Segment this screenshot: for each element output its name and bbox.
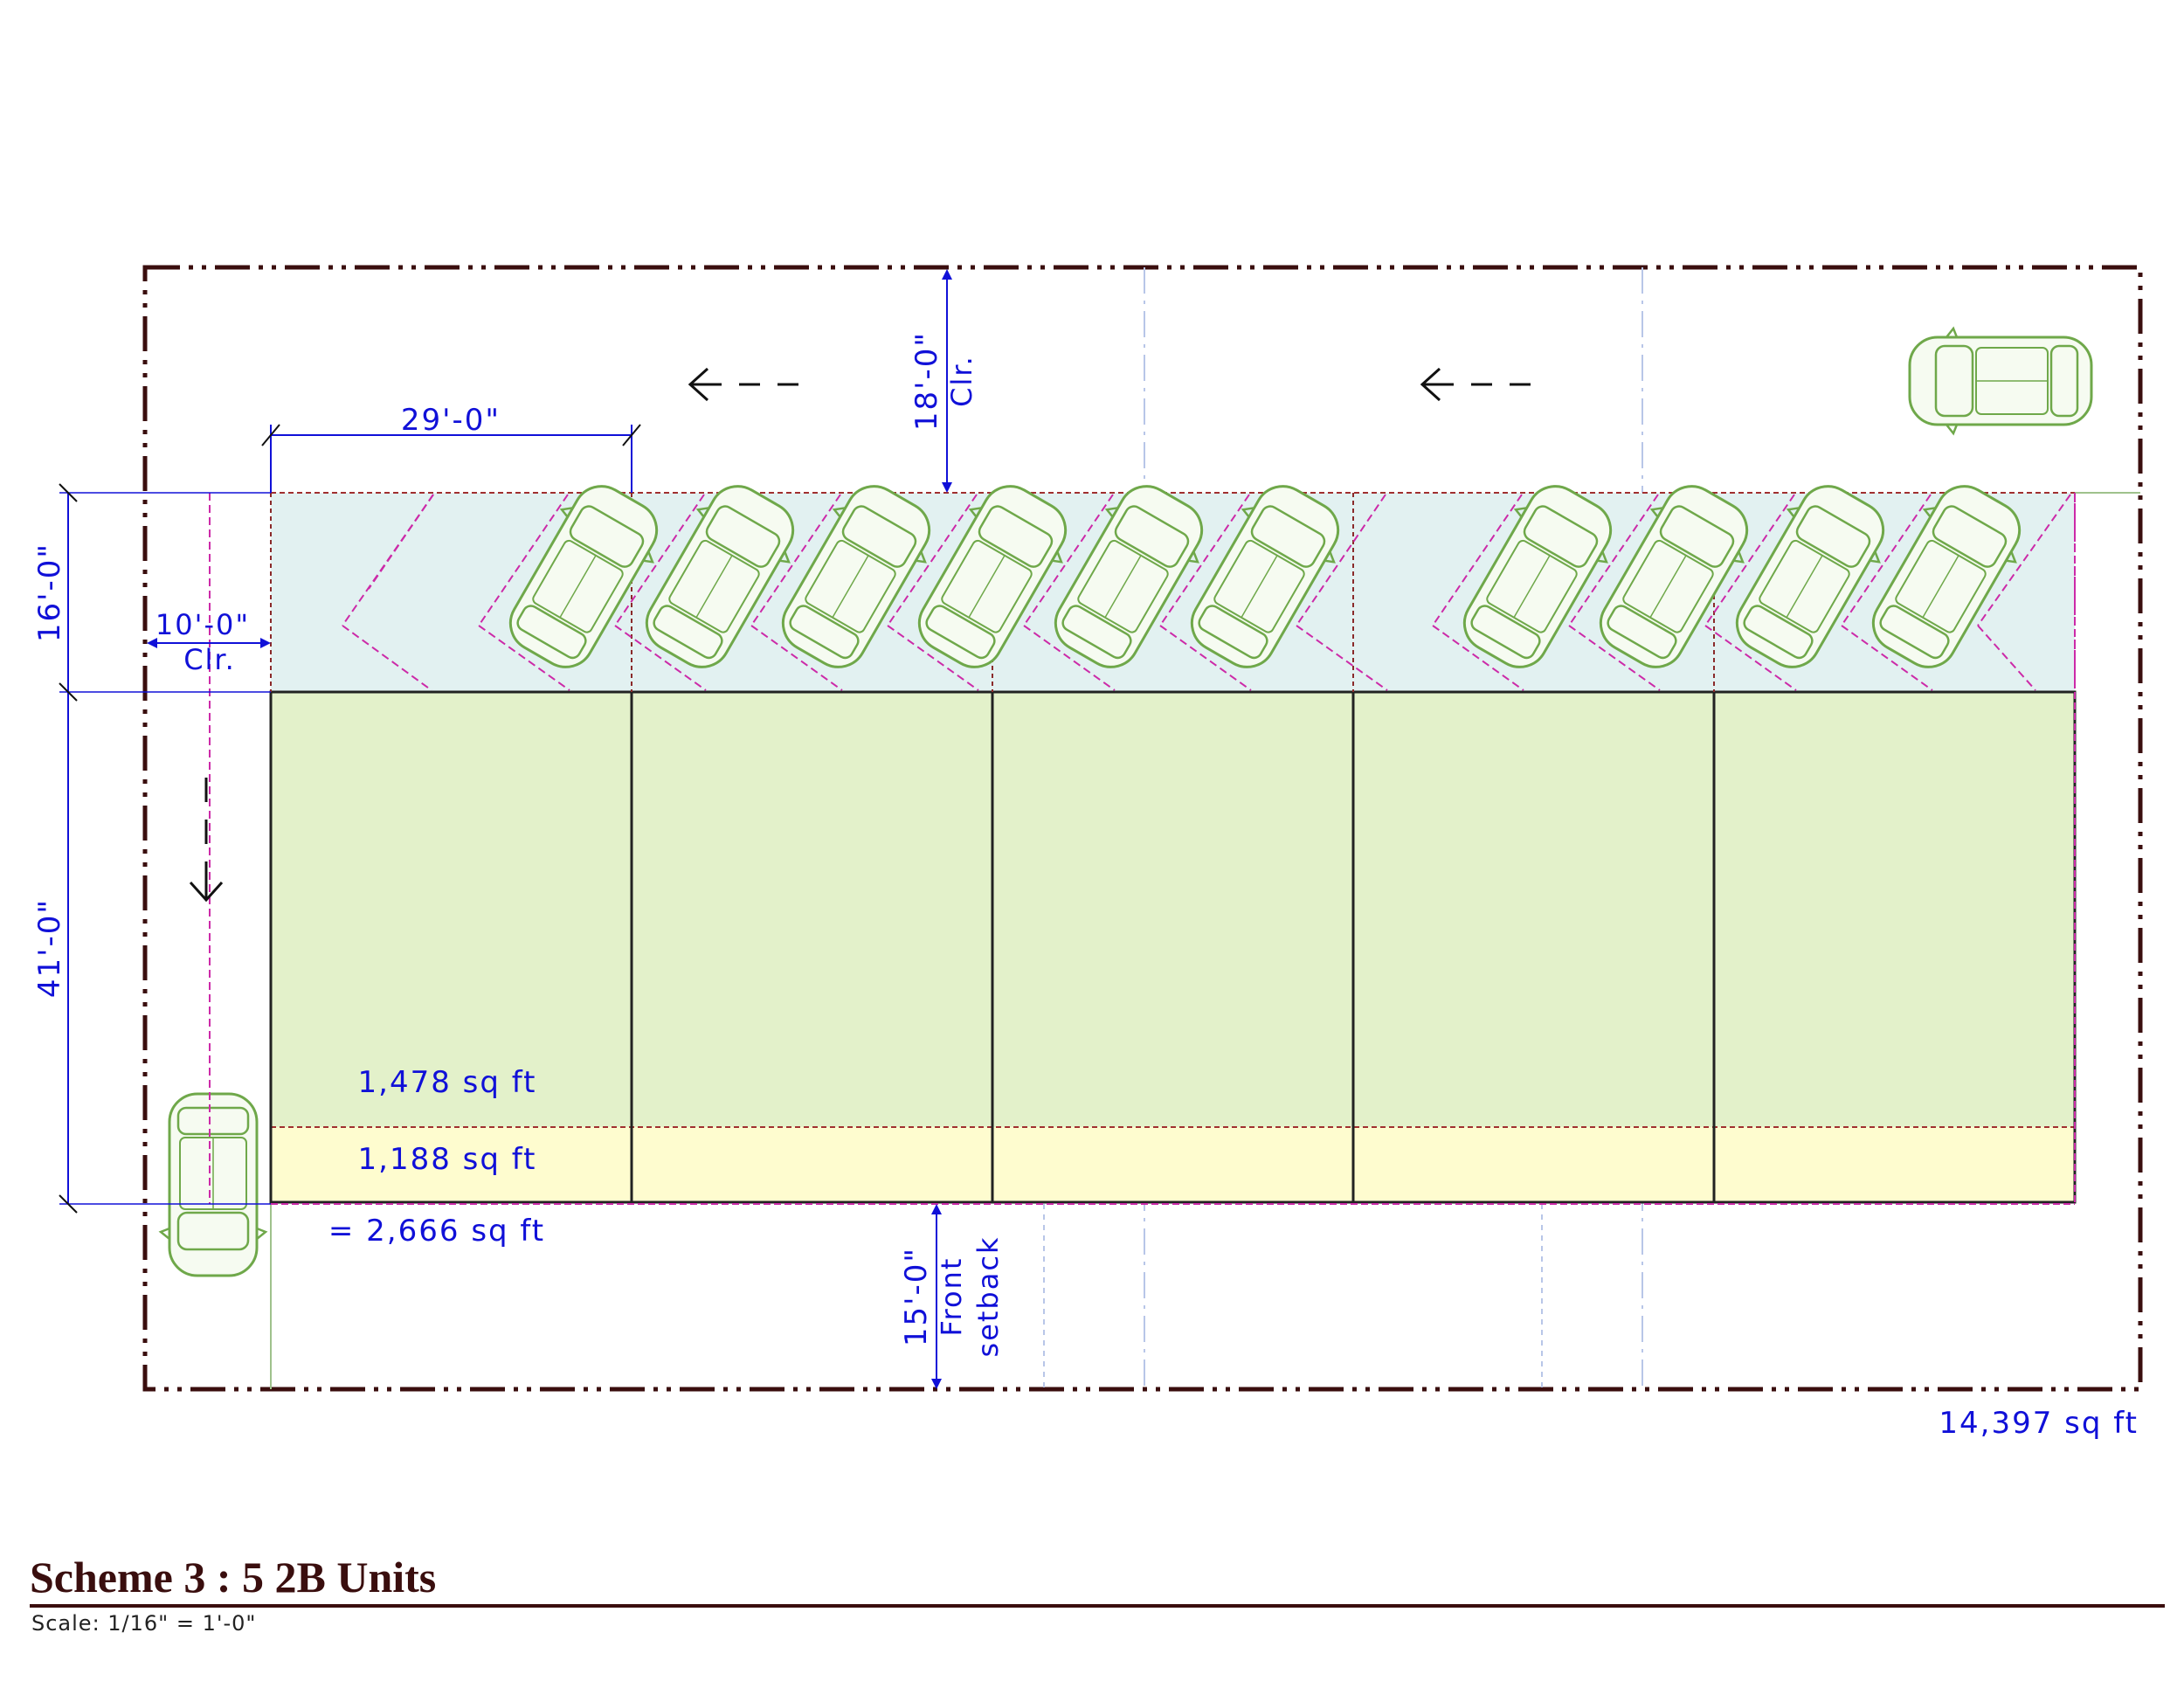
dim-front-setback: 15'-0" Front setback: [899, 1204, 1005, 1389]
unit-3: [992, 692, 1353, 1127]
dim-unit-width-label: 29'-0": [401, 403, 501, 438]
unit-1: [271, 692, 632, 1127]
dim-front-setback-label: 15'-0": [899, 1247, 934, 1346]
area-lot: 14,397 sq ft: [1939, 1406, 2139, 1441]
dim-front-setback-note-2: setback: [971, 1236, 1005, 1358]
dim-side-drive-note: Clr.: [183, 643, 236, 676]
dim-drive-aisle: 18'-0" Clr.: [909, 269, 978, 493]
dim-unit-width: [261, 424, 641, 493]
arrow-left-icon: [688, 367, 798, 402]
area-upper: 1,478 sq ft: [358, 1065, 537, 1100]
parked-cars: [491, 470, 2039, 683]
dim-side-drive-label: 10'-0": [156, 608, 250, 641]
car-icon: [159, 1092, 267, 1277]
area-total: = 2,666 sq ft: [328, 1214, 545, 1249]
unit-2: [632, 692, 992, 1127]
parking-stalls: [342, 494, 2076, 691]
dim-parking-depth-label: 16'-0": [32, 543, 67, 642]
scale-note: Scale: 1/16" = 1'-0": [31, 1611, 256, 1636]
dim-building-depth-label: 41'-0": [32, 898, 67, 998]
dim-side-drive: 10'-0" Clr.: [147, 608, 271, 676]
area-lower: 1,188 sq ft: [358, 1142, 537, 1177]
dim-left-chain: [59, 483, 271, 1214]
porch-band: [271, 1127, 2075, 1202]
unit-5: [1714, 692, 2075, 1127]
arrow-down-icon: [189, 778, 224, 903]
lot-boundary: [142, 265, 2143, 1392]
page-title: Scheme 3 : 5 2B Units: [30, 1553, 436, 1602]
unit-4: [1353, 692, 1714, 1127]
dim-drive-aisle-label: 18'-0": [909, 331, 944, 431]
arrow-left-icon: [1420, 367, 1531, 402]
dim-front-setback-note-1: Front: [935, 1257, 968, 1337]
car-icon: [1908, 327, 2093, 435]
dim-drive-aisle-note: Clr.: [945, 355, 978, 407]
units: [269, 493, 2077, 1205]
